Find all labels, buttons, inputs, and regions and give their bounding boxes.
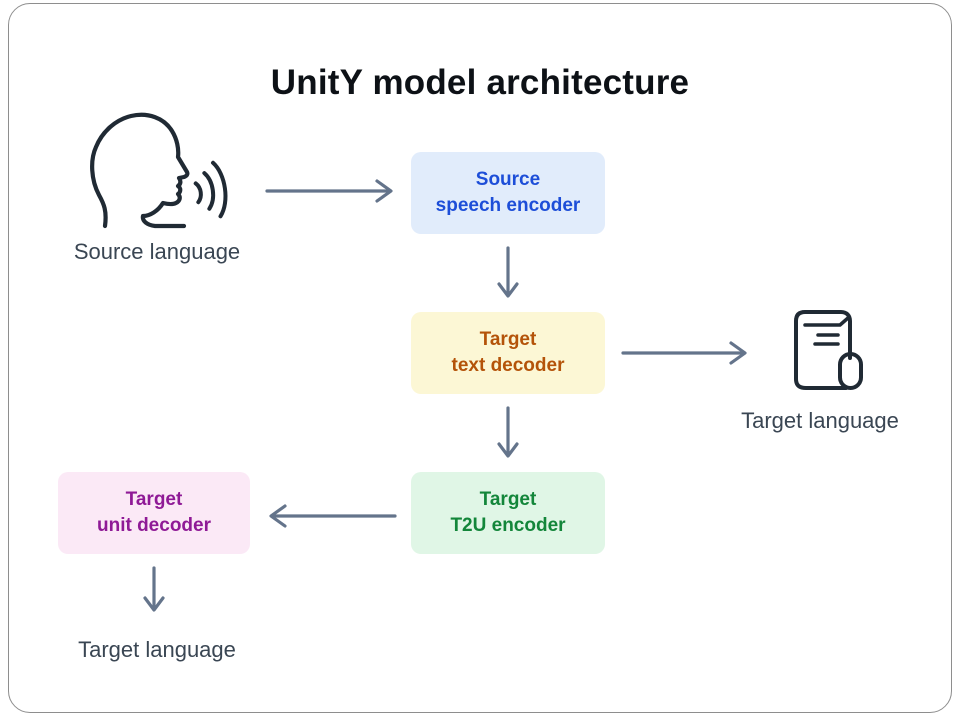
arrow-text-decoder-to-target-text — [621, 341, 747, 365]
node-label-line: Target — [479, 489, 537, 510]
node-label-line: Target — [479, 329, 537, 350]
node-label-line: Target — [125, 489, 183, 510]
node-label-line: unit decoder — [96, 515, 211, 536]
target-language-speech-label: Target language — [78, 637, 236, 662]
node-target-t2u-encoder: Target T2U encoder — [411, 472, 605, 554]
node-label-line: speech encoder — [435, 195, 581, 216]
diagram-title: UnitY model architecture — [270, 63, 690, 103]
arrow-text-decoder-to-t2u-encoder — [497, 406, 519, 458]
source-language-label: Source language — [73, 239, 241, 264]
node-label-line: Source — [475, 169, 541, 190]
node-label-line: T2U encoder — [450, 515, 566, 536]
target-language-text-label: Target language — [741, 408, 899, 433]
node-source-speech-encoder: Source speech encoder — [411, 152, 605, 234]
speaking-head-icon — [90, 112, 228, 229]
node-target-text-decoder: Target text decoder — [411, 312, 605, 394]
diagram-border-frame — [8, 3, 952, 713]
arrow-unit-decoder-to-target-speech — [143, 566, 165, 612]
node-label-line: text decoder — [451, 355, 565, 376]
arrow-t2u-encoder-to-unit-decoder — [269, 504, 397, 528]
document-icon — [794, 310, 863, 390]
arrow-source-to-speech-encoder — [265, 179, 393, 203]
node-target-unit-decoder: Target unit decoder — [58, 472, 250, 554]
arrow-speech-encoder-to-text-decoder — [497, 246, 519, 298]
